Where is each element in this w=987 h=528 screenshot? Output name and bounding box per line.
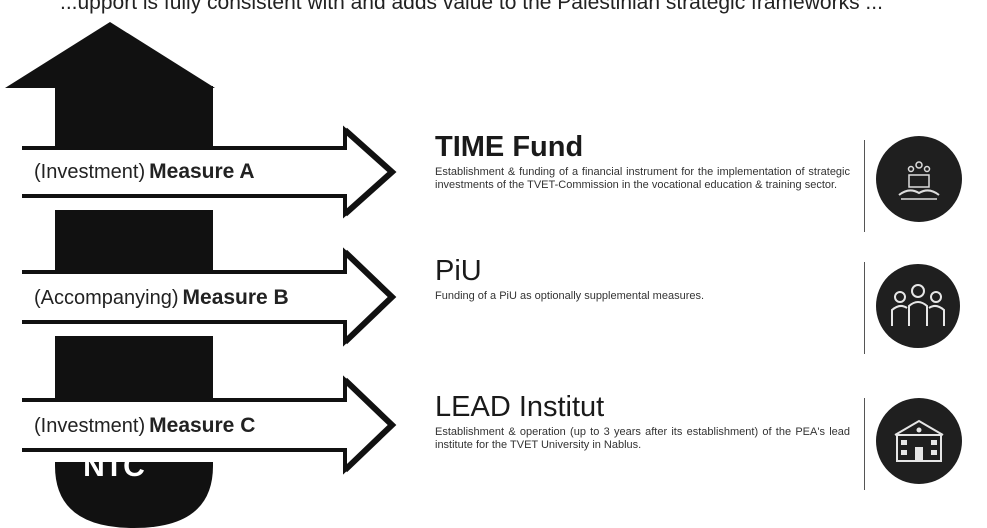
section-piu: PiU Funding of a PiU as optionally suppl… [435,256,850,303]
top-intro-text: ...upport is fully consistent with and a… [60,0,883,14]
measure-b-prefix: (Accompanying) [34,287,179,309]
measure-a-name: Measure A [149,160,255,183]
measure-b-label: (Accompanying)Measure B [34,286,289,310]
section-description: Establishment & operation (up to 3 years… [435,426,850,451]
measure-a-label: (Investment)Measure A [34,160,255,184]
pillar-block-1 [55,210,213,280]
section-time-fund: TIME Fund Establishment & funding of a f… [435,132,850,192]
measure-c-label: (Investment)Measure C [34,414,255,438]
ntc-label: NTC [83,450,145,483]
section-lead-institut: LEAD Institut Establishment & operation … [435,392,850,452]
measure-c-prefix: (Investment) [34,415,146,437]
section-description: Establishment & funding of a financial i… [435,166,850,191]
divider-line [864,140,865,232]
divider-line [864,262,865,354]
team-people-icon [876,264,960,348]
ntc-base [55,462,213,528]
measure-b-name: Measure B [182,286,289,309]
divider-line [864,398,865,490]
school-building-icon [876,398,962,484]
section-title: LEAD Institut [435,391,605,423]
measure-c-name: Measure C [149,414,256,437]
pillar-block-2 [55,336,213,404]
section-description: Funding of a PiU as optionally supplemen… [435,290,705,302]
section-title: PiU [435,255,482,287]
arrow-measure-c [22,375,397,475]
up-arrow-head [5,22,215,88]
section-title: TIME Fund [435,131,584,163]
arrow-measure-a [22,125,397,219]
fund-hands-icon [876,136,962,222]
measure-a-prefix: (Investment) [34,161,146,183]
arrow-measure-b [22,247,397,347]
